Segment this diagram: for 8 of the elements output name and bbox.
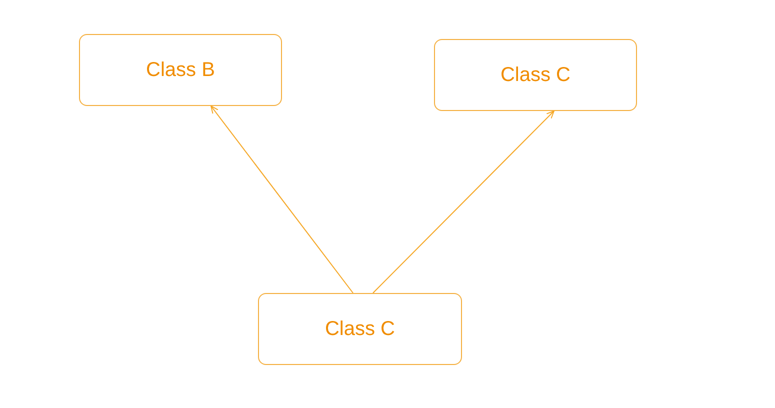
class-name: Class C	[324, 317, 395, 342]
class-box	[434, 39, 637, 111]
arrow	[372, 110, 554, 294]
class-name: Class B	[146, 58, 215, 83]
class-box	[79, 34, 282, 106]
class-box	[258, 293, 462, 365]
arrow	[210, 106, 354, 294]
class-name: Class C	[500, 63, 570, 88]
